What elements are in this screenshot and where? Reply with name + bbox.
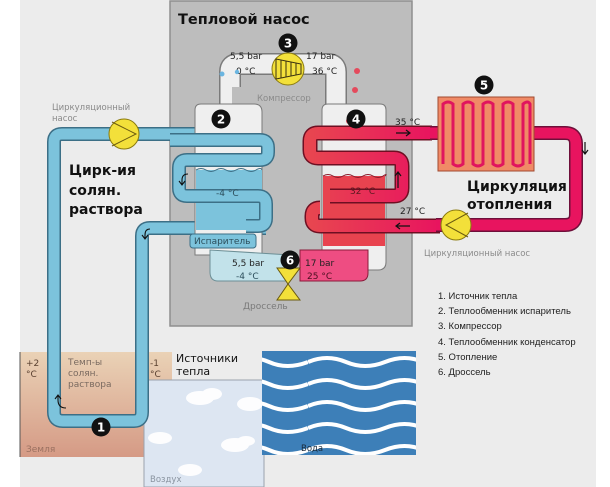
evaporator-temp: -4 °C <box>216 189 239 199</box>
ground-desc-2: солян. <box>68 369 98 379</box>
legend-item: 1. Источник тепла <box>438 291 518 302</box>
throttle-temp-high: 25 °C <box>307 272 332 282</box>
water-label: Вода <box>301 444 323 454</box>
brine-pump-label-1: Циркуляционный <box>52 103 130 113</box>
marker-1: 1 <box>91 417 111 437</box>
svg-text:3: 3 <box>284 37 292 51</box>
radiator <box>437 96 535 172</box>
evaporator-label: Испаритель <box>194 237 250 247</box>
legend-item: 4. Теплообменник конденсатор <box>438 336 576 348</box>
condenser-temp: 32 °C <box>350 187 375 197</box>
throttle-pressure-low: 5,5 bar <box>232 259 264 269</box>
legend-item: 6. Дроссель <box>438 367 491 379</box>
brine-circuit-title-2: солян. <box>69 183 121 199</box>
throttle-label: Дроссель <box>243 302 288 312</box>
heating-circuit-title-1: Циркуляция <box>467 179 567 195</box>
air-source-block <box>143 379 265 487</box>
legend-item: 3. Компрессор <box>438 321 502 333</box>
supply-temp: 35 °C <box>395 118 420 128</box>
heating-pump-label: Циркуляционный насос <box>424 249 530 259</box>
marker-5: 5 <box>474 75 494 95</box>
ground-label: Земля <box>26 445 55 455</box>
marker-4: 4 <box>346 109 366 129</box>
svg-text:2: 2 <box>217 113 225 127</box>
marker-2: 2 <box>211 109 231 129</box>
heating-pump-icon[interactable] <box>440 209 472 241</box>
ground-desc-3: раствора <box>68 380 111 390</box>
svg-text:6: 6 <box>286 254 294 268</box>
brine-circuit-title-1: Цирк-ия <box>69 163 136 179</box>
air-label: Воздух <box>150 475 182 485</box>
compressor-pressure-high: 17 bar <box>306 52 336 62</box>
svg-text:5: 5 <box>480 79 488 93</box>
throttle-valve-icon <box>276 267 301 301</box>
heat-sources-title-2: тепла <box>176 365 210 378</box>
marker-6: 6 <box>280 250 300 270</box>
compressor-icon <box>271 52 305 86</box>
compressor-label: Компрессор <box>257 94 311 104</box>
brine-pump-label-2: насос <box>52 114 78 124</box>
svg-text:1: 1 <box>97 421 105 435</box>
ground-temp-left-2: °C <box>26 370 37 380</box>
marker-3: 3 <box>278 33 298 53</box>
throttle-temp-low: -4 °C <box>236 272 259 282</box>
ground-temp-right-2: °C <box>150 370 161 380</box>
legend-item: 2. Теплообменник испаритель <box>438 306 571 318</box>
heating-circuit-title-2: отопления <box>467 197 552 213</box>
svg-text:4: 4 <box>352 113 360 127</box>
legend: 1. Источник тепла 2. Теплообменник испар… <box>438 289 576 380</box>
ground-temp-right-1: -1 <box>150 359 159 369</box>
water-source-block <box>262 351 416 455</box>
throttle-pressure-high: 17 bar <box>305 259 335 269</box>
heating-circuit <box>430 126 589 232</box>
legend-item: 5. Отопление <box>438 351 498 363</box>
compressor-temp-high: 36 °C <box>312 67 337 77</box>
compressor-temp-low: 0 °C <box>236 67 255 77</box>
ground-temp-left-1: +2 <box>26 359 39 369</box>
return-temp: 27 °C <box>400 207 425 217</box>
compressor-pressure-low: 5,5 bar <box>230 52 262 62</box>
heat-pump-title: Тепловой насос <box>178 12 310 28</box>
brine-pump-icon[interactable] <box>108 118 140 150</box>
condenser-exchanger <box>299 103 440 282</box>
heat-sources-title-1: Источники <box>176 352 238 365</box>
ground-desc-1: Темп-ы <box>67 358 102 368</box>
brine-circuit-title-3: раствора <box>69 202 143 218</box>
evaporator-exchanger: Компрессор <box>170 53 347 282</box>
